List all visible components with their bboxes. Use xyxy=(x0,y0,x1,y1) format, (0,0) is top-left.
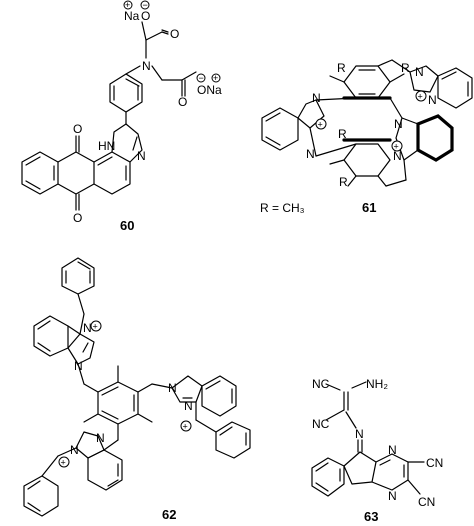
label-n-5: N xyxy=(394,117,403,131)
label-o-top: O xyxy=(141,9,150,23)
label-n-4: N xyxy=(428,93,437,107)
label-o-mid1: O xyxy=(170,27,179,41)
positive-charge-icon: + xyxy=(211,73,221,83)
positive-charge-icon: + xyxy=(58,456,70,468)
label-o-quinone-top: O xyxy=(73,122,82,136)
label-cn-bottom: CN xyxy=(418,495,435,509)
svg-text:+: + xyxy=(61,458,66,468)
negative-charge-icon: − xyxy=(140,0,150,10)
label-n-ring-1: N xyxy=(388,443,397,457)
label-n-center: N xyxy=(142,59,151,73)
svg-text:+: + xyxy=(125,0,130,10)
svg-text:−: − xyxy=(143,0,148,10)
label-o-mid2: O xyxy=(178,95,187,109)
label-r-2: R xyxy=(401,61,410,75)
label-na-top: Na xyxy=(124,9,140,23)
svg-text:+: + xyxy=(418,92,423,102)
label-n-1: N xyxy=(312,91,321,105)
compound-61: R R R R N N N N N N + + + R = CH₃ 61 xyxy=(260,59,473,215)
label-nh: HN xyxy=(98,139,115,153)
positive-charge-icon: + xyxy=(315,118,327,130)
svg-text:+: + xyxy=(183,422,188,432)
label-nc-mid: NC xyxy=(312,417,330,431)
svg-text:+: + xyxy=(93,322,98,332)
label-n-2: N xyxy=(74,359,83,373)
positive-charge-icon: + xyxy=(123,0,133,10)
negative-charge-icon: − xyxy=(196,73,206,83)
label-o-quinone-bottom: O xyxy=(73,211,82,225)
label-n-2: N xyxy=(306,147,315,161)
positive-charge-icon: + xyxy=(180,420,192,432)
label-r-4: R xyxy=(339,175,348,189)
label-cn-right: CN xyxy=(426,456,443,470)
label-n-3: N xyxy=(168,381,177,395)
compound-61-number: 61 xyxy=(362,200,376,215)
svg-text:+: + xyxy=(213,73,218,83)
label-n-imine: N xyxy=(355,427,364,441)
positive-charge-icon: + xyxy=(391,140,403,152)
label-nh2: NH₂ xyxy=(366,377,388,391)
compound-63-number: 63 xyxy=(364,509,378,524)
label-n-4: N xyxy=(184,399,193,413)
svg-text:−: − xyxy=(199,73,204,83)
label-n-5: N xyxy=(70,443,79,457)
compound-62-number: 62 xyxy=(162,507,176,522)
compound-63: NC NH₂ NC N N N CN CN 63 xyxy=(311,377,443,524)
label-nc-top: NC xyxy=(312,377,330,391)
label-n-ring: N xyxy=(137,149,146,163)
label-o-na: ONa xyxy=(197,83,222,97)
positive-charge-icon: + xyxy=(415,90,427,102)
r-definition: R = CH₃ xyxy=(260,201,305,215)
label-n-3: N xyxy=(415,65,424,79)
label-n-6: N xyxy=(96,431,105,445)
svg-text:+: + xyxy=(394,142,399,152)
label-r-1: R xyxy=(337,61,346,75)
compound-62: N N N N N N + + + 62 xyxy=(23,257,251,522)
label-n-ring-2: N xyxy=(388,489,397,503)
svg-text:+: + xyxy=(318,120,323,130)
label-n-6: N xyxy=(393,149,402,163)
compound-60-number: 60 xyxy=(120,218,134,233)
positive-charge-icon: + xyxy=(90,320,102,332)
compound-60: Na O + − O N O ONa − + HN N O O 60 xyxy=(21,0,222,233)
label-r-3: R xyxy=(338,127,347,141)
label-n-1: N xyxy=(83,321,92,335)
